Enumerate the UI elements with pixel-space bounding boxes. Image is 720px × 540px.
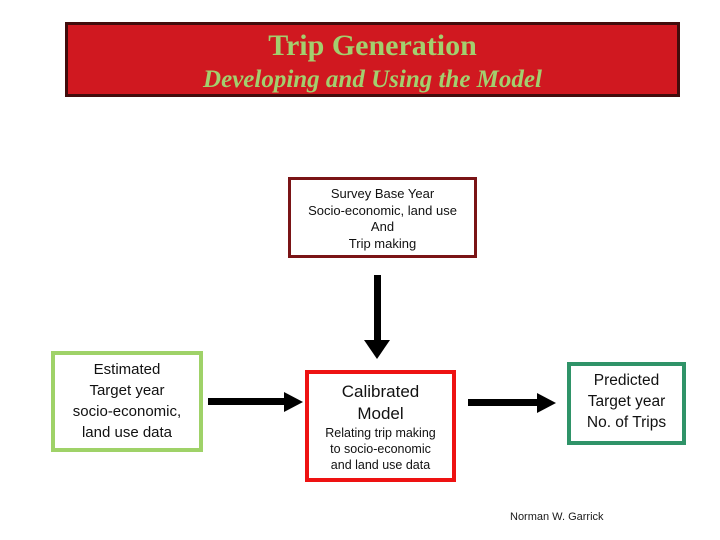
estimated-box-line: land use data (81, 424, 173, 441)
author-credit: Norman W. Garrick (510, 511, 604, 523)
calibrated-box-detail-line: Relating trip making (325, 426, 436, 440)
predicted-trips-box: Predicted Target year No. of Trips (567, 362, 686, 445)
calibrated-model-box: Calibrated Model Relating trip making to… (305, 370, 456, 482)
left-right-arrow-shaft (208, 398, 286, 405)
center-right-arrow-shaft (468, 399, 539, 406)
survey-box-line: And (370, 219, 395, 234)
left-right-arrow-head (284, 392, 303, 412)
survey-box-line: Trip making (348, 235, 417, 251)
down-arrow-head (364, 340, 390, 359)
predicted-box-line: Predicted (593, 372, 660, 389)
calibrated-box-detail-line: to socio-economic (330, 442, 431, 456)
title-banner: Trip Generation Developing and Using the… (65, 22, 680, 97)
estimated-box-line: Estimated (93, 361, 161, 378)
calibrated-box-title-line: Model (357, 404, 404, 423)
estimated-box-line: socio-economic, (72, 403, 182, 420)
calibrated-box-detail-line: and land use data (330, 458, 431, 472)
survey-base-year-box: Survey Base Year Socio-economic, land us… (288, 177, 477, 258)
slide-title: Trip Generation (268, 29, 477, 62)
estimated-box-line: Target year (89, 382, 165, 399)
predicted-box-line: No. of Trips (586, 414, 667, 431)
calibrated-box-title-line: Calibrated (341, 382, 420, 401)
survey-box-line: Survey Base Year (330, 186, 435, 201)
predicted-box-line: Target year (587, 393, 666, 410)
estimated-target-year-box: Estimated Target year socio-economic, la… (51, 351, 203, 452)
survey-box-line: Socio-economic, land use (308, 202, 457, 218)
slide-subtitle: Developing and Using the Model (203, 66, 542, 93)
down-arrow-shaft (374, 275, 381, 341)
center-right-arrow-head (537, 393, 556, 413)
